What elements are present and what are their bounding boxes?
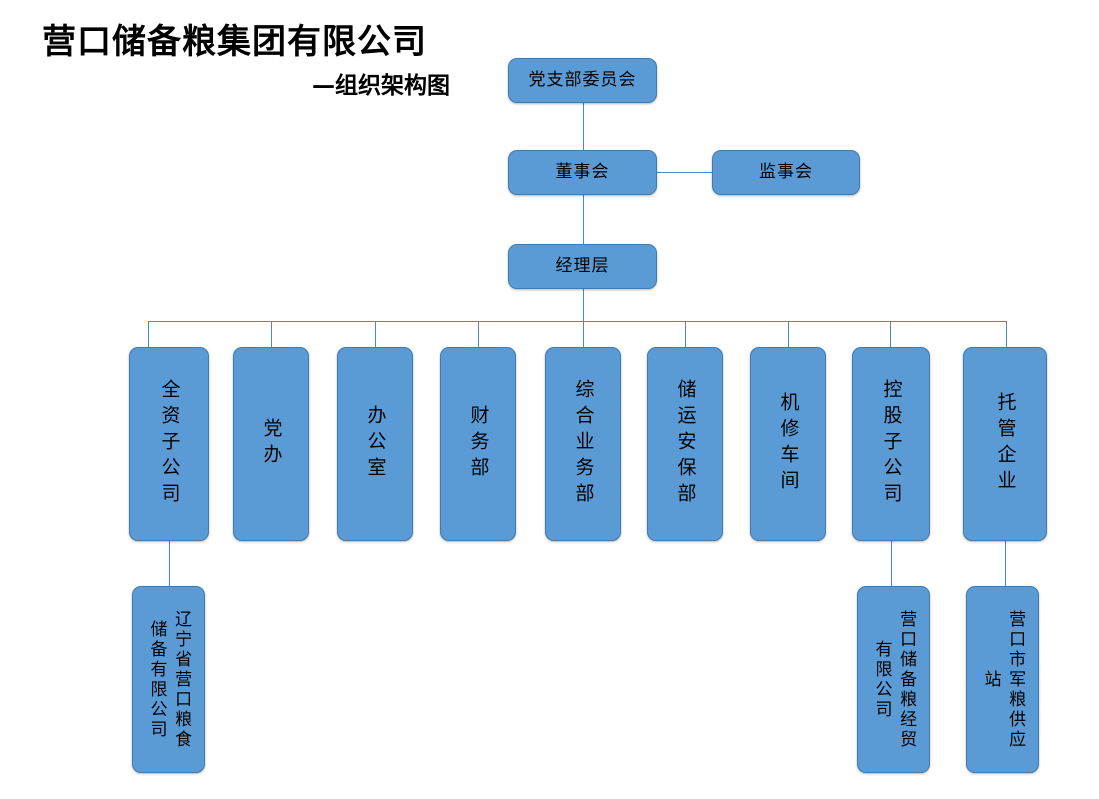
connector-drop-general-business <box>583 321 584 347</box>
connector-drop-wholly-owned <box>148 321 149 347</box>
node-sub-liaoning-yingkou-grain[interactable]: 辽宁省营口粮食储备有限公司 <box>132 586 205 773</box>
connector-party-to-board <box>583 102 584 150</box>
node-dept-holding-subsidiary-label: 控股子公司 <box>880 379 903 509</box>
node-dept-storage-security-label: 储运安保部 <box>674 379 697 509</box>
node-management[interactable]: 经理层 <box>508 244 657 289</box>
connector-drop-office <box>375 321 376 347</box>
node-board-of-directors[interactable]: 董事会 <box>508 150 657 195</box>
node-dept-entrusted-enterprise[interactable]: 托管企业 <box>963 347 1047 541</box>
node-dept-general-business-label: 综合业务部 <box>572 379 595 509</box>
page-title: 营口储备粮集团有限公司 <box>42 22 427 62</box>
node-dept-office-label: 办公室 <box>364 405 387 483</box>
node-party-committee[interactable]: 党支部委员会 <box>508 58 657 103</box>
connector-drop-entrusted-enterprise <box>1006 321 1007 347</box>
connector-drop-holding-subsidiary <box>890 321 891 347</box>
node-dept-party-office-label: 党办 <box>260 418 283 470</box>
connector-drop-repair-workshop <box>788 321 789 347</box>
node-dept-finance[interactable]: 财务部 <box>440 347 516 541</box>
node-sub-yingkou-grain-trade[interactable]: 营口储备粮经贸有限公司 <box>857 586 930 773</box>
node-dept-repair-workshop-label: 机修车间 <box>777 392 800 496</box>
node-party-committee-label: 党支部委员会 <box>528 69 637 90</box>
node-board-of-directors-label: 董事会 <box>555 161 610 182</box>
connector-drop-storage-security <box>685 321 686 347</box>
node-dept-finance-label: 财务部 <box>467 405 490 483</box>
connector-board-to-supervisors <box>657 172 712 173</box>
node-dept-party-office[interactable]: 党办 <box>233 347 309 541</box>
node-sub-yingkou-grain-trade-label: 营口储备粮经贸有限公司 <box>871 609 917 750</box>
node-board-of-supervisors[interactable]: 监事会 <box>712 150 860 195</box>
node-dept-general-business[interactable]: 综合业务部 <box>545 347 621 541</box>
connector-drop-party-office <box>271 321 272 347</box>
connector-department-bus <box>148 321 1006 322</box>
page-subtitle: —组织架构图 <box>312 73 450 99</box>
node-dept-holding-subsidiary[interactable]: 控股子公司 <box>852 347 930 541</box>
connector-management-to-bus <box>583 289 584 321</box>
node-dept-wholly-owned-label: 全资子公司 <box>158 379 181 509</box>
connector-holding-to-subsidiary <box>891 541 892 586</box>
node-dept-entrusted-enterprise-label: 托管企业 <box>994 392 1017 496</box>
connector-wholly-owned-to-subsidiary <box>169 541 170 586</box>
connector-board-to-management <box>583 195 584 244</box>
node-sub-military-grain-station-label: 营口市军粮供应站 <box>980 609 1026 750</box>
node-dept-wholly-owned[interactable]: 全资子公司 <box>129 347 209 541</box>
node-management-label: 经理层 <box>555 255 610 276</box>
node-dept-storage-security[interactable]: 储运安保部 <box>647 347 723 541</box>
connector-entrusted-to-subsidiary <box>1005 541 1006 586</box>
node-board-of-supervisors-label: 监事会 <box>759 161 813 182</box>
connector-drop-finance <box>478 321 479 347</box>
node-sub-military-grain-station[interactable]: 营口市军粮供应站 <box>966 586 1039 773</box>
node-sub-liaoning-yingkou-grain-label: 辽宁省营口粮食储备有限公司 <box>146 609 192 750</box>
node-dept-office[interactable]: 办公室 <box>337 347 413 541</box>
node-dept-repair-workshop[interactable]: 机修车间 <box>750 347 826 541</box>
